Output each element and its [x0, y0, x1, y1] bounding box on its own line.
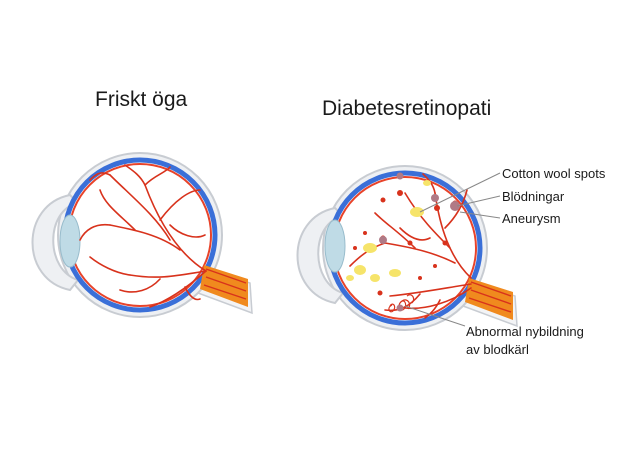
label-aneurysm: Aneurysm [502, 211, 561, 226]
leader-lines [404, 172, 501, 327]
label-hemorrhages: Blödningar [502, 189, 565, 204]
diabetic-eye-title: Diabetesretinopati [322, 97, 492, 120]
aneurysms [379, 172, 460, 312]
cotton-wool-spots [346, 180, 431, 282]
label-neovascularization-line2: av blodkärl [466, 342, 529, 357]
healthy-eye-title: Friskt öga [95, 88, 188, 111]
healthy-eye [31, 152, 253, 318]
label-cotton-wool-spots: Cotton wool spots [502, 166, 606, 181]
label-neovascularization-line1: Abnormal nybildning [466, 324, 584, 339]
diabetic-eye [296, 165, 518, 331]
